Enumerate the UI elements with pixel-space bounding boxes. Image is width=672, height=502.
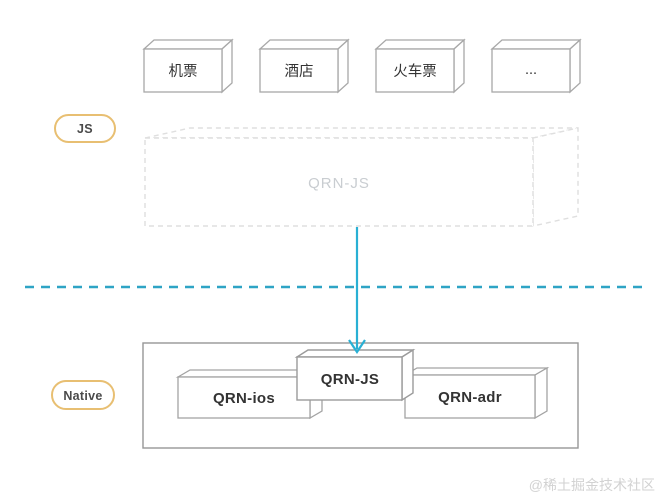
box-top-face xyxy=(258,39,350,50)
box-top-face xyxy=(142,39,234,50)
js-layer-badge-label: JS xyxy=(77,122,93,136)
native-layer-badge-label: Native xyxy=(63,389,102,403)
box-right-face xyxy=(221,38,233,94)
box-top-face xyxy=(402,367,550,376)
qrn-ios-box-label: QRN-ios xyxy=(213,390,275,407)
js-layer-badge xyxy=(54,114,116,143)
box-front-face xyxy=(259,48,339,93)
box-front-face xyxy=(404,374,536,419)
native-layer-badge xyxy=(51,380,115,410)
dashed-box-top-face xyxy=(144,127,579,139)
box-front-face xyxy=(375,48,455,93)
box-right-face xyxy=(534,366,548,420)
qrn-adr-box xyxy=(402,366,550,420)
qrn-js-layer-label: QRN-JS xyxy=(308,175,370,192)
module-box-more xyxy=(490,38,582,94)
box-top-face xyxy=(490,39,582,50)
js-to-native-arrow xyxy=(348,227,366,354)
module-box-hotel-label: 酒店 xyxy=(285,63,314,80)
box-front-face xyxy=(177,376,311,419)
box-right-face xyxy=(453,38,465,94)
box-top-face xyxy=(374,39,466,50)
module-box-more-label: ... xyxy=(525,62,537,78)
module-box-train xyxy=(374,38,466,94)
module-box-flight xyxy=(142,38,234,94)
arrow-head xyxy=(348,339,366,354)
box-right-face xyxy=(569,38,581,94)
dashed-box-front-face xyxy=(144,137,534,227)
qrn-js-native-box xyxy=(294,348,416,402)
module-box-flight-label: 机票 xyxy=(169,63,198,80)
dashed-box-right-face xyxy=(532,127,579,227)
box-right-face xyxy=(337,38,349,94)
qrn-js-layer-box xyxy=(144,127,579,227)
module-box-train-label: 火车票 xyxy=(393,63,437,80)
box-front-face xyxy=(491,48,571,93)
qrn-js-native-box-label: QRN-JS xyxy=(321,371,379,388)
module-box-hotel xyxy=(258,38,350,94)
box-front-face xyxy=(296,356,403,401)
qrn-adr-box-label: QRN-adr xyxy=(438,389,502,406)
box-front-face xyxy=(143,48,223,93)
box-top-face xyxy=(294,349,416,358)
watermark-text: @稀土掘金技术社区 xyxy=(529,477,655,493)
box-right-face xyxy=(401,348,414,402)
